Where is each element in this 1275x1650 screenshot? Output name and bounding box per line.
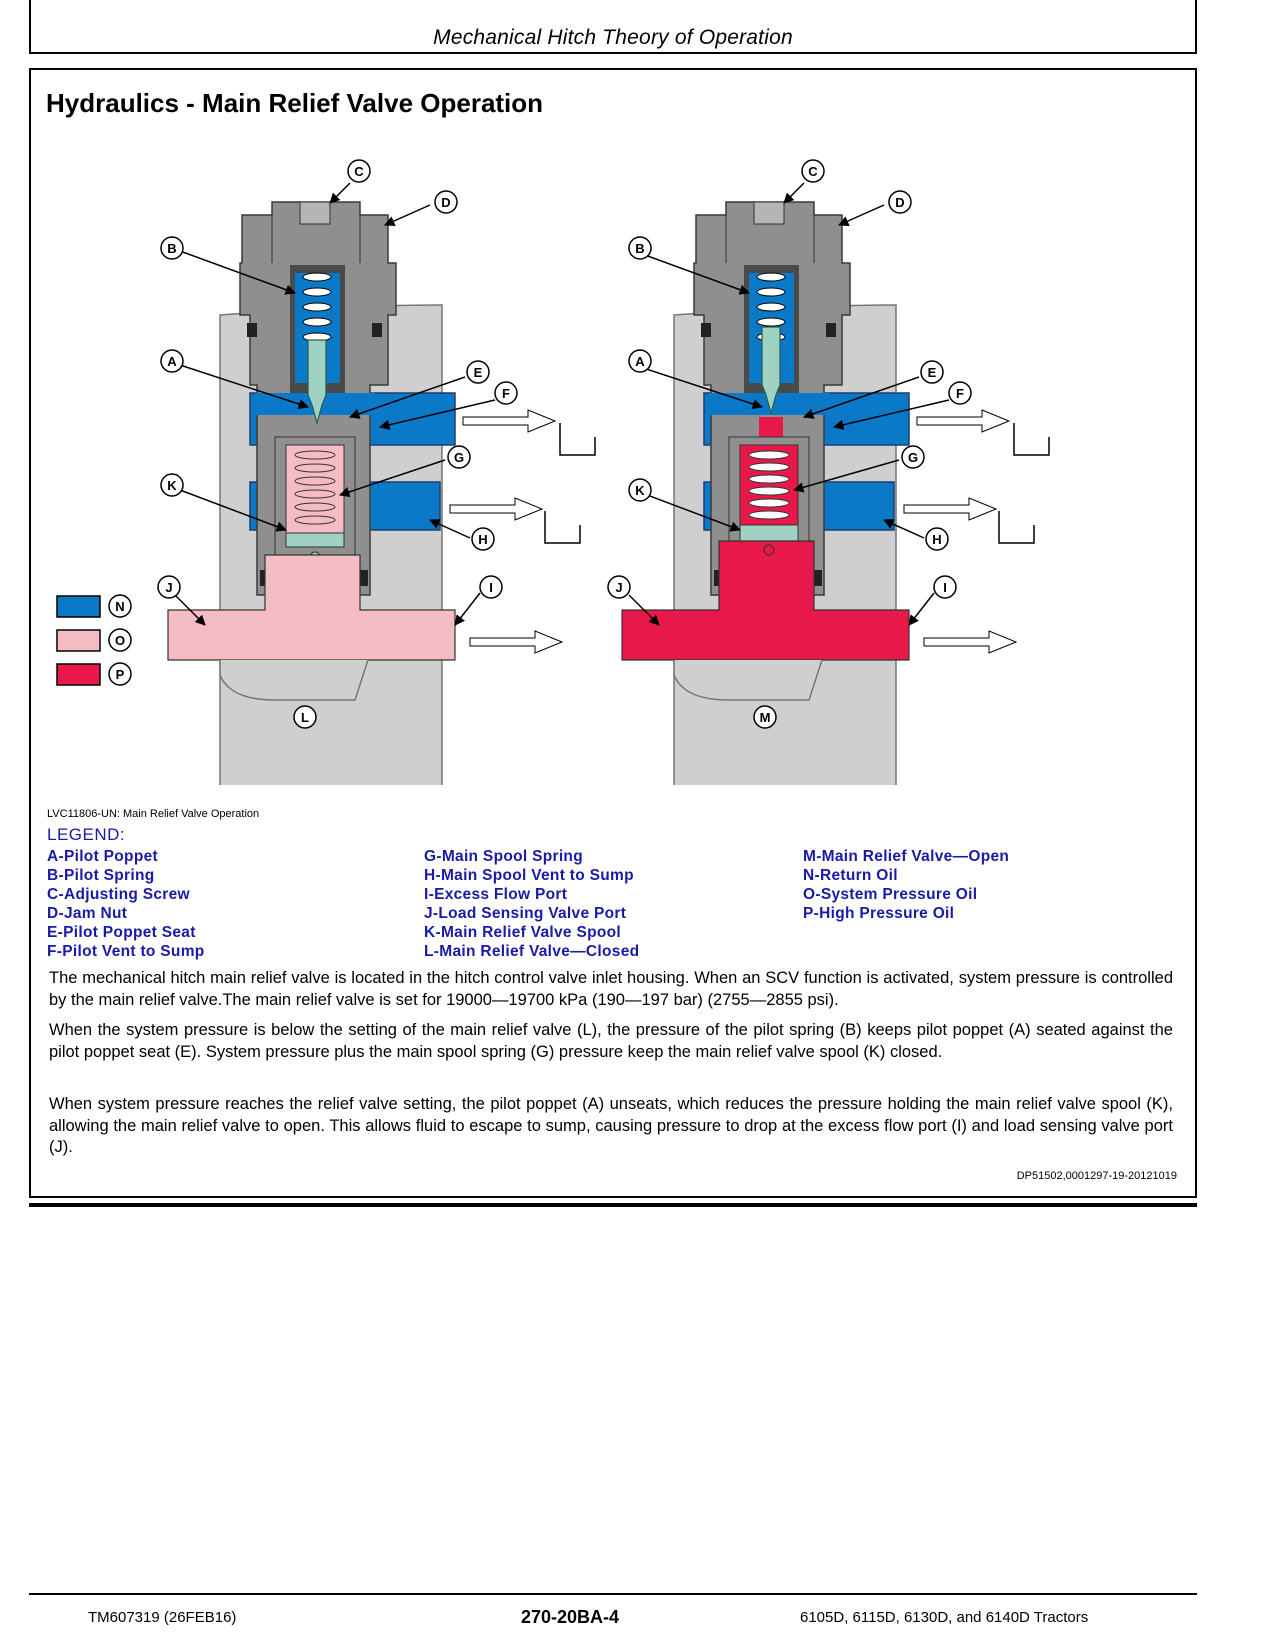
callout-label-a: A: [167, 354, 177, 369]
figure-caption: LVC11806-UN: Main Relief Valve Operation: [47, 808, 260, 820]
relief-valve-diagram: A A B B C C D D E E F F G G H H I I J J K K L M N O P: [56, 159, 1050, 785]
page-header-title: Mechanical Hitch Theory of Operation: [433, 26, 793, 49]
footer-page-number: 270-20BA-4: [521, 1607, 620, 1627]
document-reference: DP51502,0001297-19-20121019: [1016, 1170, 1177, 1182]
legend-item: M-Main Relief Valve—Open: [803, 848, 1010, 865]
swatch-return-oil: [56, 595, 101, 618]
legend-item: P-High Pressure Oil: [803, 905, 955, 922]
callout-label-i: I: [943, 580, 947, 595]
main-content-box: Hydraulics - Main Relief Valve Operation: [29, 68, 1197, 1198]
legend-item: A-Pilot Poppet: [47, 848, 158, 865]
body-paragraph-1: The mechanical hitch main relief valve i…: [49, 969, 1173, 1009]
callout-label-b: B: [635, 241, 644, 256]
callout-label-j: J: [165, 580, 172, 595]
callout-label-g: G: [454, 450, 464, 465]
callout-label-a: A: [635, 354, 645, 369]
callout-label-e: E: [474, 365, 483, 380]
swatch-high-pressure-oil: [56, 663, 101, 686]
callout-label-d: D: [895, 195, 904, 210]
legend-item: K-Main Relief Valve Spool: [424, 924, 621, 941]
legend-item: J-Load Sensing Valve Port: [424, 905, 627, 922]
footer-manual-id: TM607319 (26FEB16): [88, 1609, 237, 1626]
legend-column-3: M-Main Relief Valve—Open N-Return Oil O-…: [803, 847, 1009, 923]
legend-item: O-System Pressure Oil: [803, 886, 978, 903]
legend-item: L-Main Relief Valve—Closed: [424, 943, 640, 960]
section-title: Hydraulics - Main Relief Valve Operation: [46, 88, 544, 118]
legend-item: D-Jam Nut: [47, 905, 128, 922]
body-paragraph-3: When system pressure reaches the relief …: [49, 1095, 1173, 1156]
section-divider: [29, 1203, 1197, 1207]
footer-divider: [29, 1593, 1197, 1595]
callout-label-f: F: [956, 386, 964, 401]
body-paragraph-2: When the system pressure is below the se…: [49, 1021, 1173, 1061]
legend-column-2: G-Main Spool Spring H-Main Spool Vent to…: [424, 847, 639, 961]
legend-item: N-Return Oil: [803, 867, 898, 884]
legend-item: G-Main Spool Spring: [424, 848, 583, 865]
callout-label-k: K: [167, 478, 177, 493]
callout-label-k: K: [635, 483, 645, 498]
legend-item: C-Adjusting Screw: [47, 886, 190, 903]
callout-label-b: B: [167, 241, 176, 256]
callout-label-m: M: [760, 710, 771, 725]
swatch-system-pressure-oil: [56, 629, 101, 652]
legend-column-1: A-Pilot Poppet B-Pilot Spring C-Adjustin…: [47, 847, 205, 961]
callout-label-g: G: [908, 450, 918, 465]
footer-model-list: 6105D, 6115D, 6130D, and 6140D Tractors: [800, 1609, 1089, 1626]
legend-title: LEGEND:: [47, 825, 126, 844]
legend-item: I-Excess Flow Port: [424, 886, 568, 903]
callout-label-p: P: [116, 667, 125, 682]
callout-label-h: H: [932, 532, 941, 547]
callout-label-h: H: [478, 532, 487, 547]
callout-label-j: J: [615, 580, 622, 595]
legend-item: E-Pilot Poppet Seat: [47, 924, 196, 941]
legend-item: F-Pilot Vent to Sump: [47, 943, 205, 960]
callout-label-e: E: [928, 365, 937, 380]
header-box: Mechanical Hitch Theory of Operation: [29, 0, 1197, 54]
callout-label-d: D: [441, 195, 450, 210]
callout-label-f: F: [502, 386, 510, 401]
callout-label-n: N: [115, 599, 124, 614]
legend-item: B-Pilot Spring: [47, 867, 155, 884]
callout-label-l: L: [301, 710, 309, 725]
callout-label-o: O: [115, 633, 125, 648]
callout-label-c: C: [354, 164, 364, 179]
callout-label-i: I: [489, 580, 493, 595]
legend-item: H-Main Spool Vent to Sump: [424, 867, 634, 884]
callout-label-c: C: [808, 164, 818, 179]
